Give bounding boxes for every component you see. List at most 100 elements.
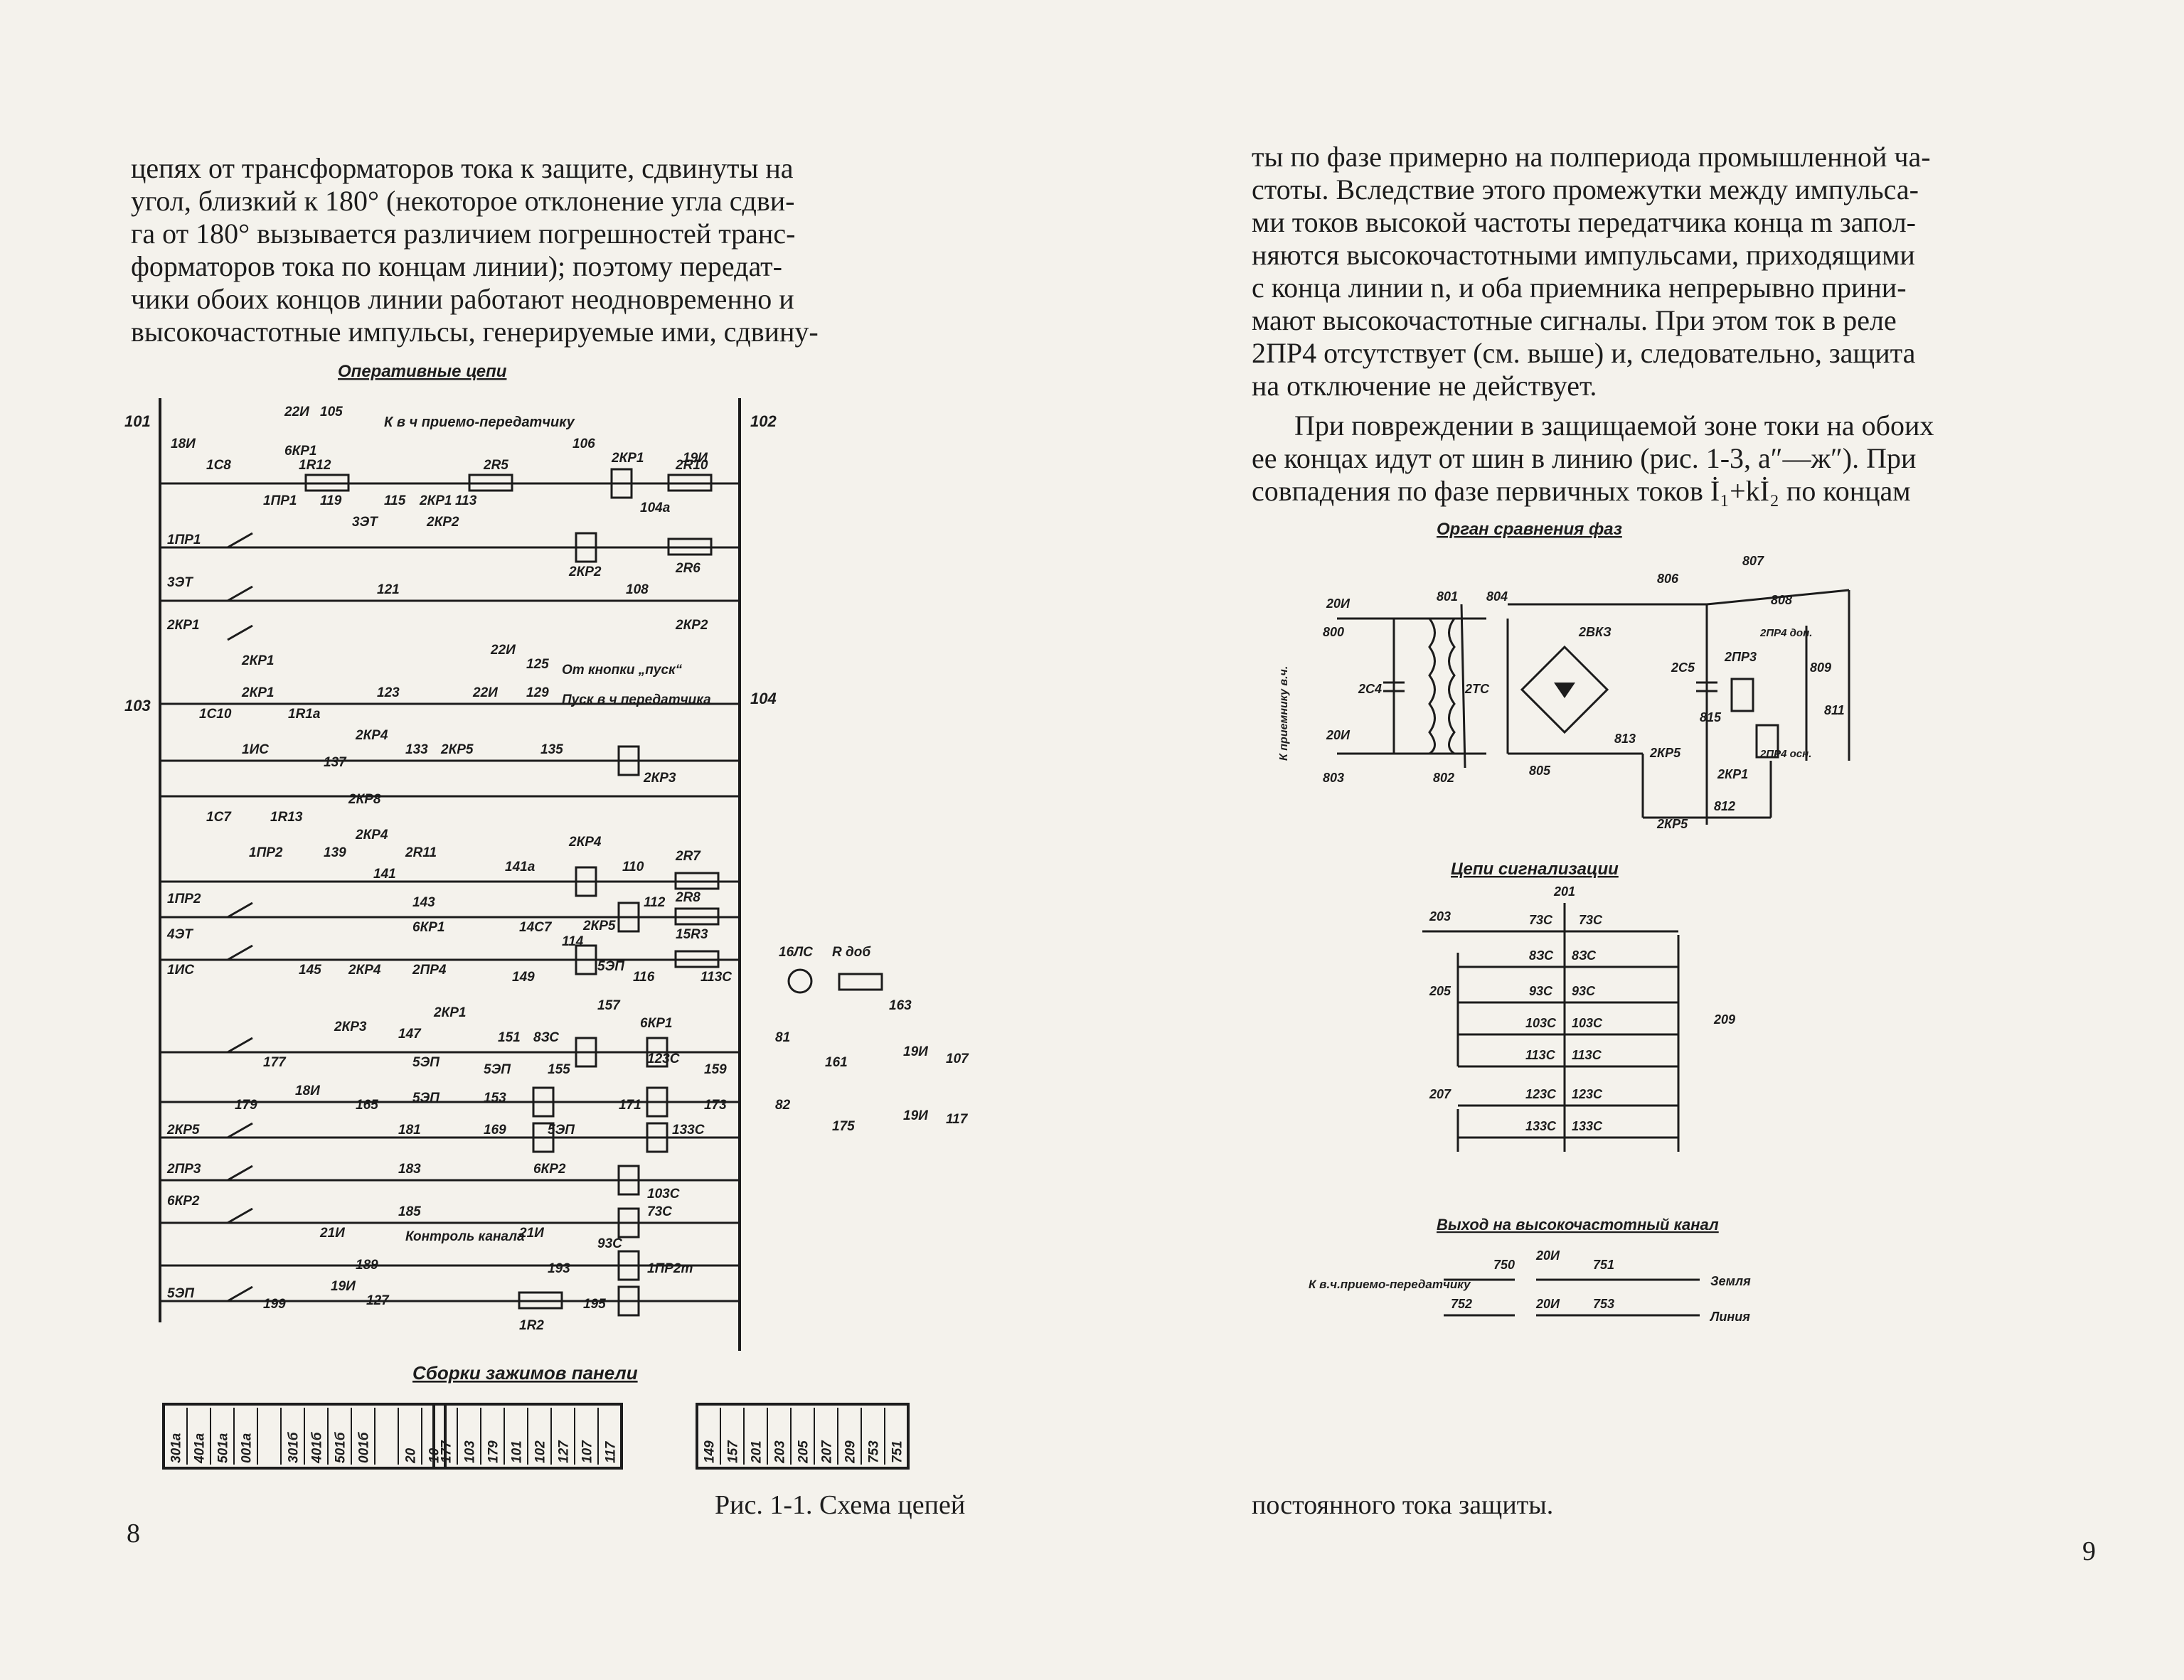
terminal-label: 001б [357,1431,372,1463]
lbl-19I: 19И [683,451,708,466]
lbl-3ET: 3ЭТ [352,515,378,530]
lbl-1C7: 1С7 [206,810,232,825]
lbl-4ET: 4ЭТ [166,927,193,942]
left-paragraph: цепях от трансформаторов тока к защите, … [131,152,984,348]
lbl-22I-b: 22И [490,643,516,658]
ph-2KP1: 2КР1 [1717,767,1748,781]
ph-20I: 20И [1326,596,1351,611]
left-line-6: высокочастотные импульсы, генерируемые и… [131,316,819,348]
bus-label-103: 103 [124,697,151,715]
lbl-185: 185 [398,1204,421,1219]
lbl-6KP1: 6КР1 [412,920,445,935]
hf-20I-b: 20И [1535,1297,1560,1311]
lbl-1R2: 1R2 [519,1318,544,1333]
lbl-1R1a: 1R1а [288,707,321,722]
right-p2-line-3: совпадения по фазе первичных токов İ₁+kİ… [1252,475,1911,507]
sig-73S-b: 73С [1579,913,1603,927]
lbl-141a: 141а [505,860,536,874]
lbl-hf-start: Пуск в ч передатчика [562,692,711,707]
terminal-label: 209 [843,1440,858,1464]
lbl-125: 125 [526,657,549,672]
lbl-1PR1: 1ПР1 [263,493,297,508]
sig-113S-b: 113С [1572,1048,1602,1062]
lbl-115: 115 [384,493,406,508]
lbl-2R8: 2R8 [675,890,701,905]
terminal-label: 102 [533,1440,548,1463]
lbl-2KP4-b: 2КР4 [355,828,388,842]
lbl-1PR2-b: 1ПР2 [167,892,201,906]
ph-2PR4-osn: 2ПР4 осн. [1759,748,1811,760]
lbl-5EP-f: 5ЭП [167,1286,194,1301]
ph-809: 809 [1810,660,1831,675]
terminal-label: 401а [193,1433,208,1464]
left-line-2: угол, близкий к 180° (некоторое отклонен… [131,185,795,217]
lbl-104a: 104а [640,501,671,515]
lbl-114: 114 [562,934,584,949]
lbl-127: 127 [366,1293,390,1308]
lbl-6KP1: 6КР1 [284,444,317,459]
sig-8ZS-a: 8ЗС [1529,948,1554,963]
lbl-139: 139 [324,845,346,860]
lbl-193: 193 [548,1261,570,1276]
bus-label-102: 102 [750,412,777,430]
lbl-18I-b: 18И [295,1084,320,1098]
lbl-169: 169 [484,1123,506,1138]
lbl-153: 153 [484,1091,506,1106]
lbl-181: 181 [398,1123,421,1138]
lbl-2R10: 2R10 [675,458,708,473]
ph-2PR3: 2ПР3 [1724,650,1757,664]
lbl-21I-b: 21И [518,1226,544,1241]
right-paragraph-2: При повреждении в защищаемой зоне токи н… [1252,410,2097,508]
lbl-119: 119 [320,493,342,508]
lbl-5EP-c: 5ЭП [484,1062,511,1077]
phase-title: Орган сравнения фаз [1437,520,1622,539]
lbl-2KP3: 2КР3 [643,771,676,786]
terminal-label: 177 [440,1440,454,1463]
sig-103S-a: 103С [1525,1016,1557,1030]
sig-103S-b: 103С [1572,1016,1603,1030]
lbl-2KP2-b: 2КР2 [568,565,602,579]
lbl-177: 177 [263,1055,287,1070]
terminal-label: 301а [169,1433,184,1463]
lbl-19I-c: 19И [903,1108,928,1123]
terminal-label: 501а [216,1433,231,1463]
lbl-15R3: 15R3 [676,927,708,942]
lbl-1R12: 1R12 [299,458,331,473]
terminal-label: 179 [486,1440,501,1463]
lbl-2KP4-d: 2КР4 [348,963,381,978]
terminal-label: 301б [287,1431,302,1463]
terminal-title: Сборки зажимов панели [412,1362,638,1384]
lbl-start-button: От кнопки „пуск“ [562,663,683,678]
ph-811: 811 [1824,703,1845,717]
lbl-2KP3-b: 2КР3 [334,1020,367,1034]
ph-803: 803 [1323,771,1344,785]
lbl-107: 107 [946,1052,969,1066]
lbl-3ET-b: 3ЭТ [167,575,193,590]
lbl-22I: 22И [284,405,309,419]
lbl-6KP2-b: 6КР2 [167,1194,200,1209]
left-line-3: га от 180° вызывается различием погрешно… [131,218,796,250]
terminal-block-frame [432,1403,623,1470]
terminal-label: 201 [750,1440,765,1464]
lbl-173: 173 [704,1098,727,1113]
terminal-label: 103 [463,1440,478,1463]
bus-label-104: 104 [750,690,777,707]
operational-circuits-diagram: Оперативные цепи 101 102 103 104 К в ч п… [124,362,969,1351]
terminal-label: 117 [604,1440,619,1463]
lbl-123: 123 [377,685,400,700]
sig-113S-a: 113С [1525,1048,1556,1062]
lbl-179: 179 [235,1098,257,1113]
terminal-label: 127 [557,1440,572,1463]
ph-2VKZ: 2ВКЗ [1578,625,1612,639]
lbl-145: 145 [299,963,321,978]
lbl-163: 163 [889,998,912,1013]
ph-800: 800 [1323,625,1344,639]
lbl-2KP4: 2КР4 [355,728,388,743]
lbl-117: 117 [946,1112,969,1127]
hf-transceiver: К в.ч.приемо-передатчику [1309,1278,1471,1291]
terminal-label: 751 [890,1440,905,1463]
lbl-6KP2: 6КР2 [533,1162,566,1177]
right-line-5: с конца линии n, и оба приемника непреры… [1252,272,1907,304]
terminal-label: 149 [703,1440,718,1463]
ph-804: 804 [1486,589,1508,604]
